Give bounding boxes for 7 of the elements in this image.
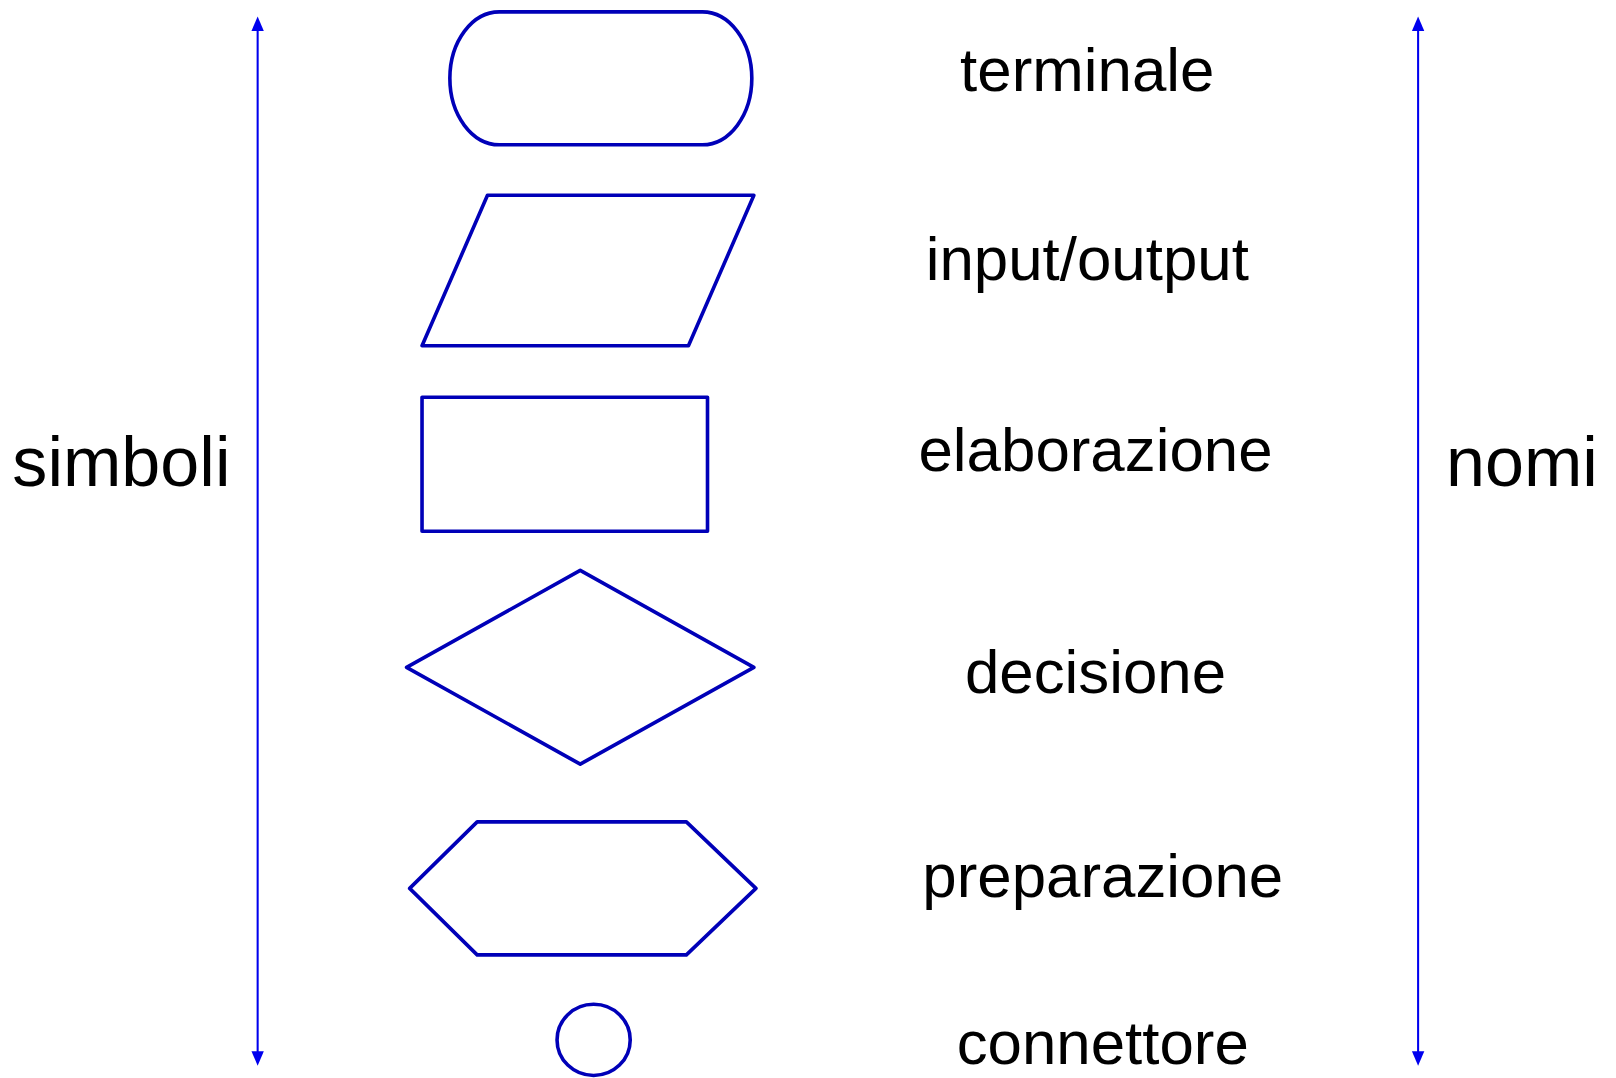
column-heading: simboli [12,426,231,497]
symbol-name: input/output [925,228,1249,291]
column-heading: nomi [1445,426,1598,497]
symbol-name: terminale [960,39,1215,101]
symbol-name: decisione [964,641,1227,703]
symbol-name: connettore [956,1012,1249,1074]
symbol-name: elaborazione [918,419,1273,482]
